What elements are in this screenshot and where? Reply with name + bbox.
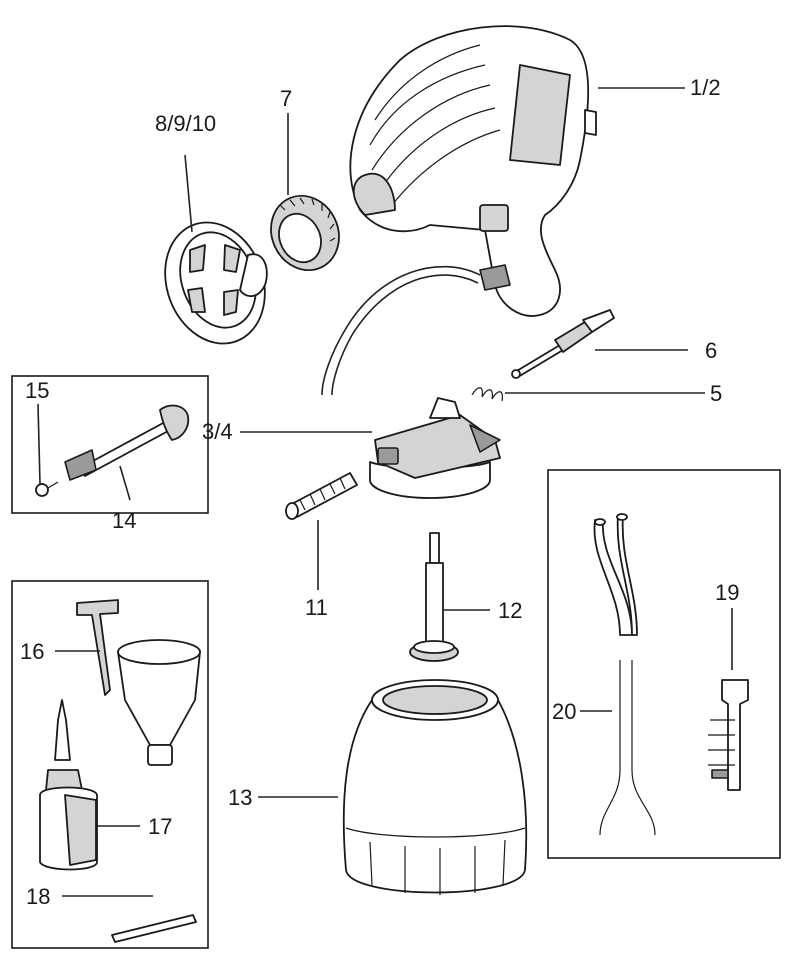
label-6: 6 xyxy=(705,338,718,363)
label-12: 12 xyxy=(498,598,523,623)
label-7: 7 xyxy=(280,86,293,111)
part-18-rod xyxy=(111,914,197,943)
part-3-4-pump-body xyxy=(369,397,501,499)
part-8-9-10-air-cap xyxy=(164,221,268,345)
part-19-clip xyxy=(708,679,749,791)
hose-inner xyxy=(331,274,479,396)
label-18: 18 xyxy=(26,884,51,909)
part-15-screw xyxy=(35,481,59,497)
part-17-oil-bottle xyxy=(39,699,98,871)
label-8-9-10: 8/9/10 xyxy=(155,111,217,136)
part-12-suction-tube xyxy=(409,532,459,662)
label-1-2: 1/2 xyxy=(690,75,721,100)
label-13: 13 xyxy=(228,785,253,810)
label-16: 16 xyxy=(20,639,45,664)
label-11: 11 xyxy=(305,595,328,620)
part-16-cup xyxy=(76,599,201,766)
part-11-piston xyxy=(285,472,358,520)
part-13-container xyxy=(342,679,528,895)
part-14-shaft xyxy=(64,404,190,481)
leader-lines xyxy=(37,87,733,897)
part-7-ring-nut xyxy=(270,194,340,272)
part-5-spring xyxy=(471,387,503,402)
label-15: 15 xyxy=(25,378,50,403)
part-6-needle xyxy=(511,309,615,379)
label-19: 19 xyxy=(715,580,740,605)
part-1-2-gun-housing xyxy=(349,25,597,317)
label-20: 20 xyxy=(552,699,577,724)
hose xyxy=(321,265,481,396)
kit-box-19-20 xyxy=(547,469,781,859)
kit-box-16-18 xyxy=(11,580,209,949)
part-20-tubes xyxy=(593,513,656,836)
label-17: 17 xyxy=(148,814,173,839)
kit-box-14-15 xyxy=(11,375,209,514)
label-14: 14 xyxy=(112,508,137,533)
label-3-4: 3/4 xyxy=(202,419,233,444)
label-5: 5 xyxy=(710,381,723,406)
